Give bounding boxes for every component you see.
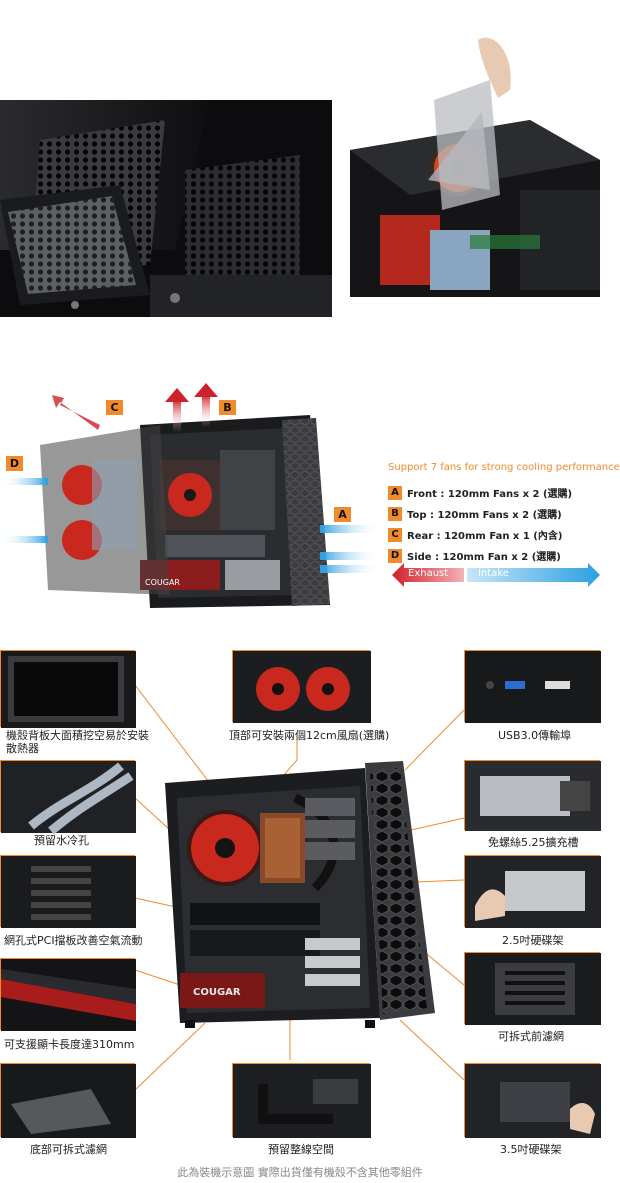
label-hdd-35: 3.5吋硬碟架 [500,1143,562,1156]
label-water-cooling: 預留水冷孔 [34,834,89,847]
callout-image-cable-space [232,1063,371,1138]
callout-image-front-filter [464,952,601,1025]
airflow-case-illustration: COUGAR [0,380,380,620]
callout-image-toolless-bay [464,760,601,831]
psu-brand-text: COUGAR [193,987,241,998]
label-pci-slot: 網孔式PCI擋板改善空氣流動 [4,934,143,947]
marker-a: A [334,507,351,522]
footer-disclaimer: 此為裝機示意圖 實際出貨僅有機殼不含其他零組件 [177,1166,423,1179]
airflow-legend: Exhaust Intake [392,562,600,588]
callout-image-pci-slot [0,855,136,928]
fan-spec-heading: Support 7 fans for strong cooling perfor… [388,462,620,473]
case-interior-illustration: COUGAR [165,758,445,1033]
callout-image-gpu-length [0,958,136,1031]
callout-image-bottom-filter [0,1063,136,1138]
callout-image-back-panel [0,650,136,728]
fan-spec-list: Support 7 fans for strong cooling perfor… [388,462,620,563]
marker-c: C [106,400,123,415]
label-usb: USB3.0傳輸埠 [498,729,572,742]
marker-d: D [6,456,23,471]
callout-image-hdd-35 [464,1063,601,1138]
label-toolless-bay: 免螺絲5.25擴充槽 [488,836,579,849]
callout-image-top-fans [232,650,371,723]
label-bottom-filter: 底部可拆式濾網 [30,1143,107,1156]
legend-exhaust: Exhaust [408,568,449,579]
callout-image-hdd-25 [464,855,601,928]
photo-bottom-filter-closeup [0,100,332,317]
photo-top-filter-removal [350,0,600,297]
label-hdd-25: 2.5吋硬碟架 [502,934,564,947]
label-gpu-length: 可支援顯卡長度達310mm [4,1038,135,1051]
callout-image-water-cooling [0,760,136,835]
label-cable-space: 預留整線空間 [268,1143,334,1156]
label-top-fans: 頂部可安裝兩個12cm風扇(選購) [229,729,390,742]
case-brand-text: COUGAR [145,578,180,587]
label-front-filter: 可拆式前濾網 [498,1030,564,1043]
callout-image-usb [464,650,601,723]
label-back-panel: 機殼背板大面積挖空易於安裝散熱器 [6,729,149,755]
marker-b: B [219,400,236,415]
legend-intake: Intake [478,568,509,579]
